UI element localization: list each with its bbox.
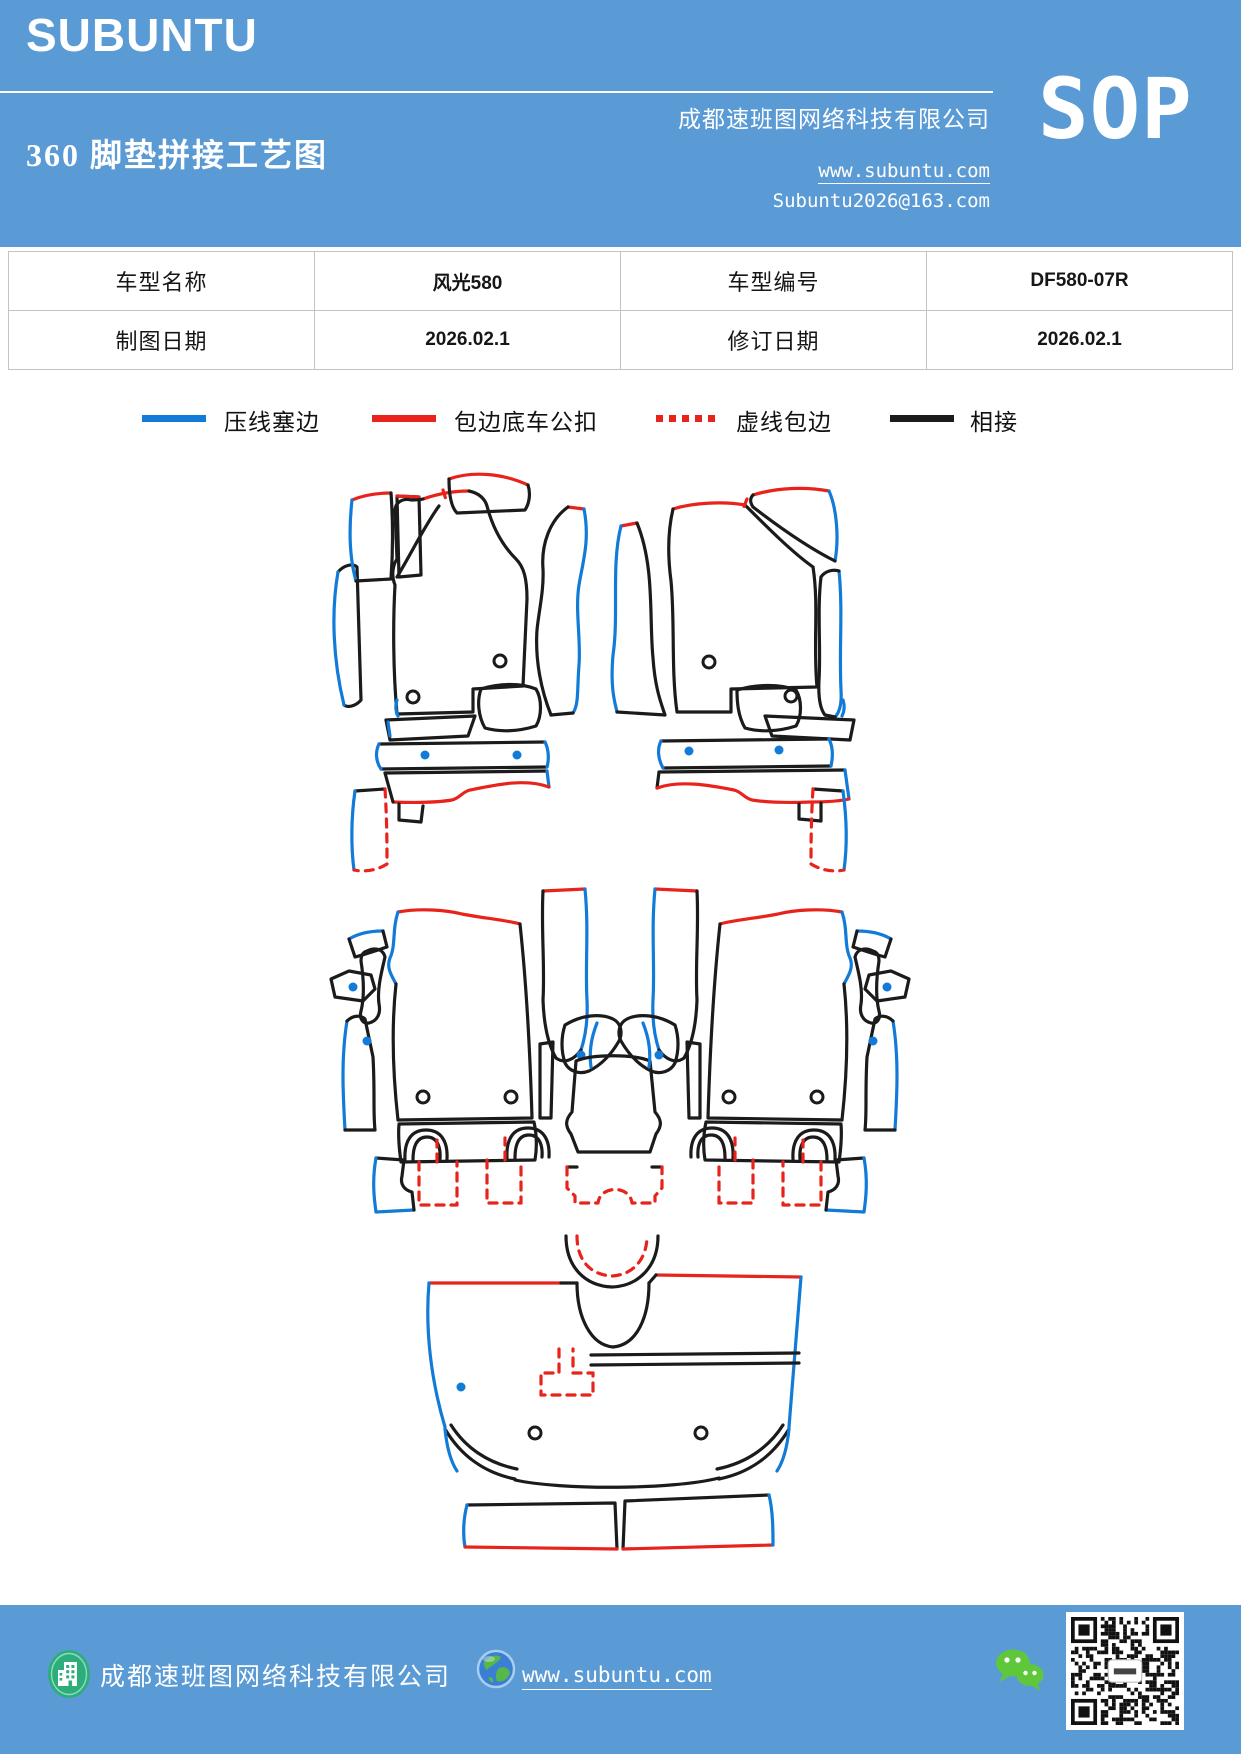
header: SUBUNTU 360 脚垫拼接工艺图 成都速班图网络科技有限公司 www.su… — [0, 0, 1241, 247]
footer-company-name: 成都速班图网络科技有限公司 — [100, 1664, 452, 1691]
model-code-label: 车型编号 — [620, 251, 927, 311]
vehicle-info-table: 车型名称 风光580 车型编号 DF580-07R 制图日期 2026.02.1… — [8, 251, 1233, 370]
building-icon — [48, 1650, 90, 1698]
front-left-mat-group — [332, 472, 588, 873]
revise-date-label: 修订日期 — [620, 310, 927, 370]
draw-date-label: 制图日期 — [8, 310, 315, 370]
black-line-swatch — [890, 415, 954, 422]
footer: 成都速班图网络科技有限公司 www.subuntu.com — [0, 1605, 1241, 1754]
page-title: 360 脚垫拼接工艺图 — [26, 137, 329, 173]
qr-code — [1066, 1612, 1184, 1730]
email-address: Subuntu2026@163.com — [772, 190, 990, 212]
model-name-label: 车型名称 — [8, 251, 315, 311]
model-name-value: 风光580 — [314, 251, 621, 311]
draw-date-value: 2026.02.1 — [314, 310, 621, 370]
header-divider — [0, 91, 993, 93]
model-code-value: DF580-07R — [926, 251, 1233, 311]
legend-label: 虚线包边 — [736, 410, 832, 435]
wechat-icon — [996, 1649, 1044, 1691]
second-row-mat-group — [329, 887, 911, 1289]
blue-line-swatch — [142, 415, 206, 422]
table-row: 制图日期 2026.02.1 修订日期 2026.02.1 — [8, 310, 1233, 370]
company-name: 成都速班图网络科技有限公司 — [678, 107, 990, 132]
brand-logo: SUBUNTU — [26, 9, 258, 61]
legend-label: 相接 — [970, 410, 1018, 435]
header-contact-block: 成都速班图网络科技有限公司 www.subuntu.com Subuntu202… — [600, 100, 990, 212]
revise-date-value: 2026.02.1 — [926, 310, 1233, 370]
line-legend: 压线塞边 包边底车公扣 虚线包边 相接 — [0, 398, 1241, 442]
globe-icon — [476, 1649, 516, 1689]
trunk-mat-group — [426, 1273, 803, 1551]
red-line-swatch — [372, 415, 436, 422]
qr-code-pattern — [1071, 1617, 1179, 1725]
front-right-mat-group — [610, 486, 856, 873]
footer-website-link[interactable]: www.subuntu.com — [522, 1663, 712, 1690]
red-dotted-line-swatch — [656, 415, 720, 422]
sop-badge: SOP — [1038, 60, 1193, 158]
mat-assembly-diagram — [329, 472, 911, 1551]
table-row: 车型名称 风光580 车型编号 DF580-07R — [8, 251, 1233, 311]
website-link[interactable]: www.subuntu.com — [818, 160, 990, 184]
legend-label: 包边底车公扣 — [454, 410, 598, 435]
legend-label: 压线塞边 — [224, 410, 320, 435]
